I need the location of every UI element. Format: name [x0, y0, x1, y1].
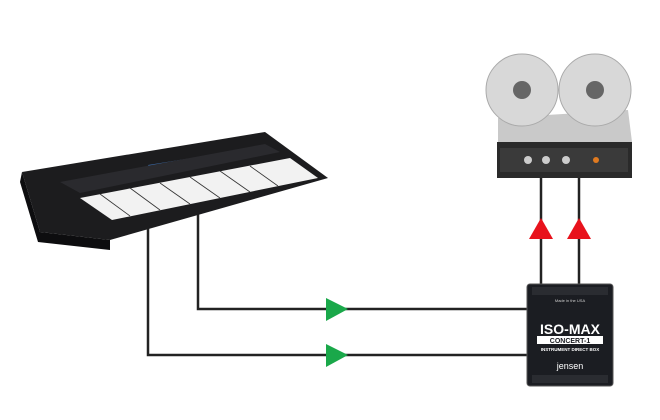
keyboard-synth [20, 132, 328, 250]
submodel-label: CONCERT-1 [550, 338, 591, 345]
red-arrow-left-icon [529, 218, 553, 239]
cable-left [146, 215, 528, 357]
origin-label: Made in the USA [555, 298, 586, 303]
green-arrow-top-icon [326, 298, 348, 321]
type-label: INSTRUMENT DIRECT BOX [541, 347, 600, 352]
model-label: ISO-MAX [540, 321, 601, 337]
red-arrow-right-icon [567, 218, 591, 239]
green-arrow-bottom-icon [326, 344, 348, 367]
brand-label: jensen [556, 361, 584, 371]
cable-right [196, 210, 528, 311]
tape-deck [485, 53, 632, 178]
iso-max-direct-box: Made in the USA ISO-MAX CONCERT-1 INSTRU… [526, 283, 614, 387]
